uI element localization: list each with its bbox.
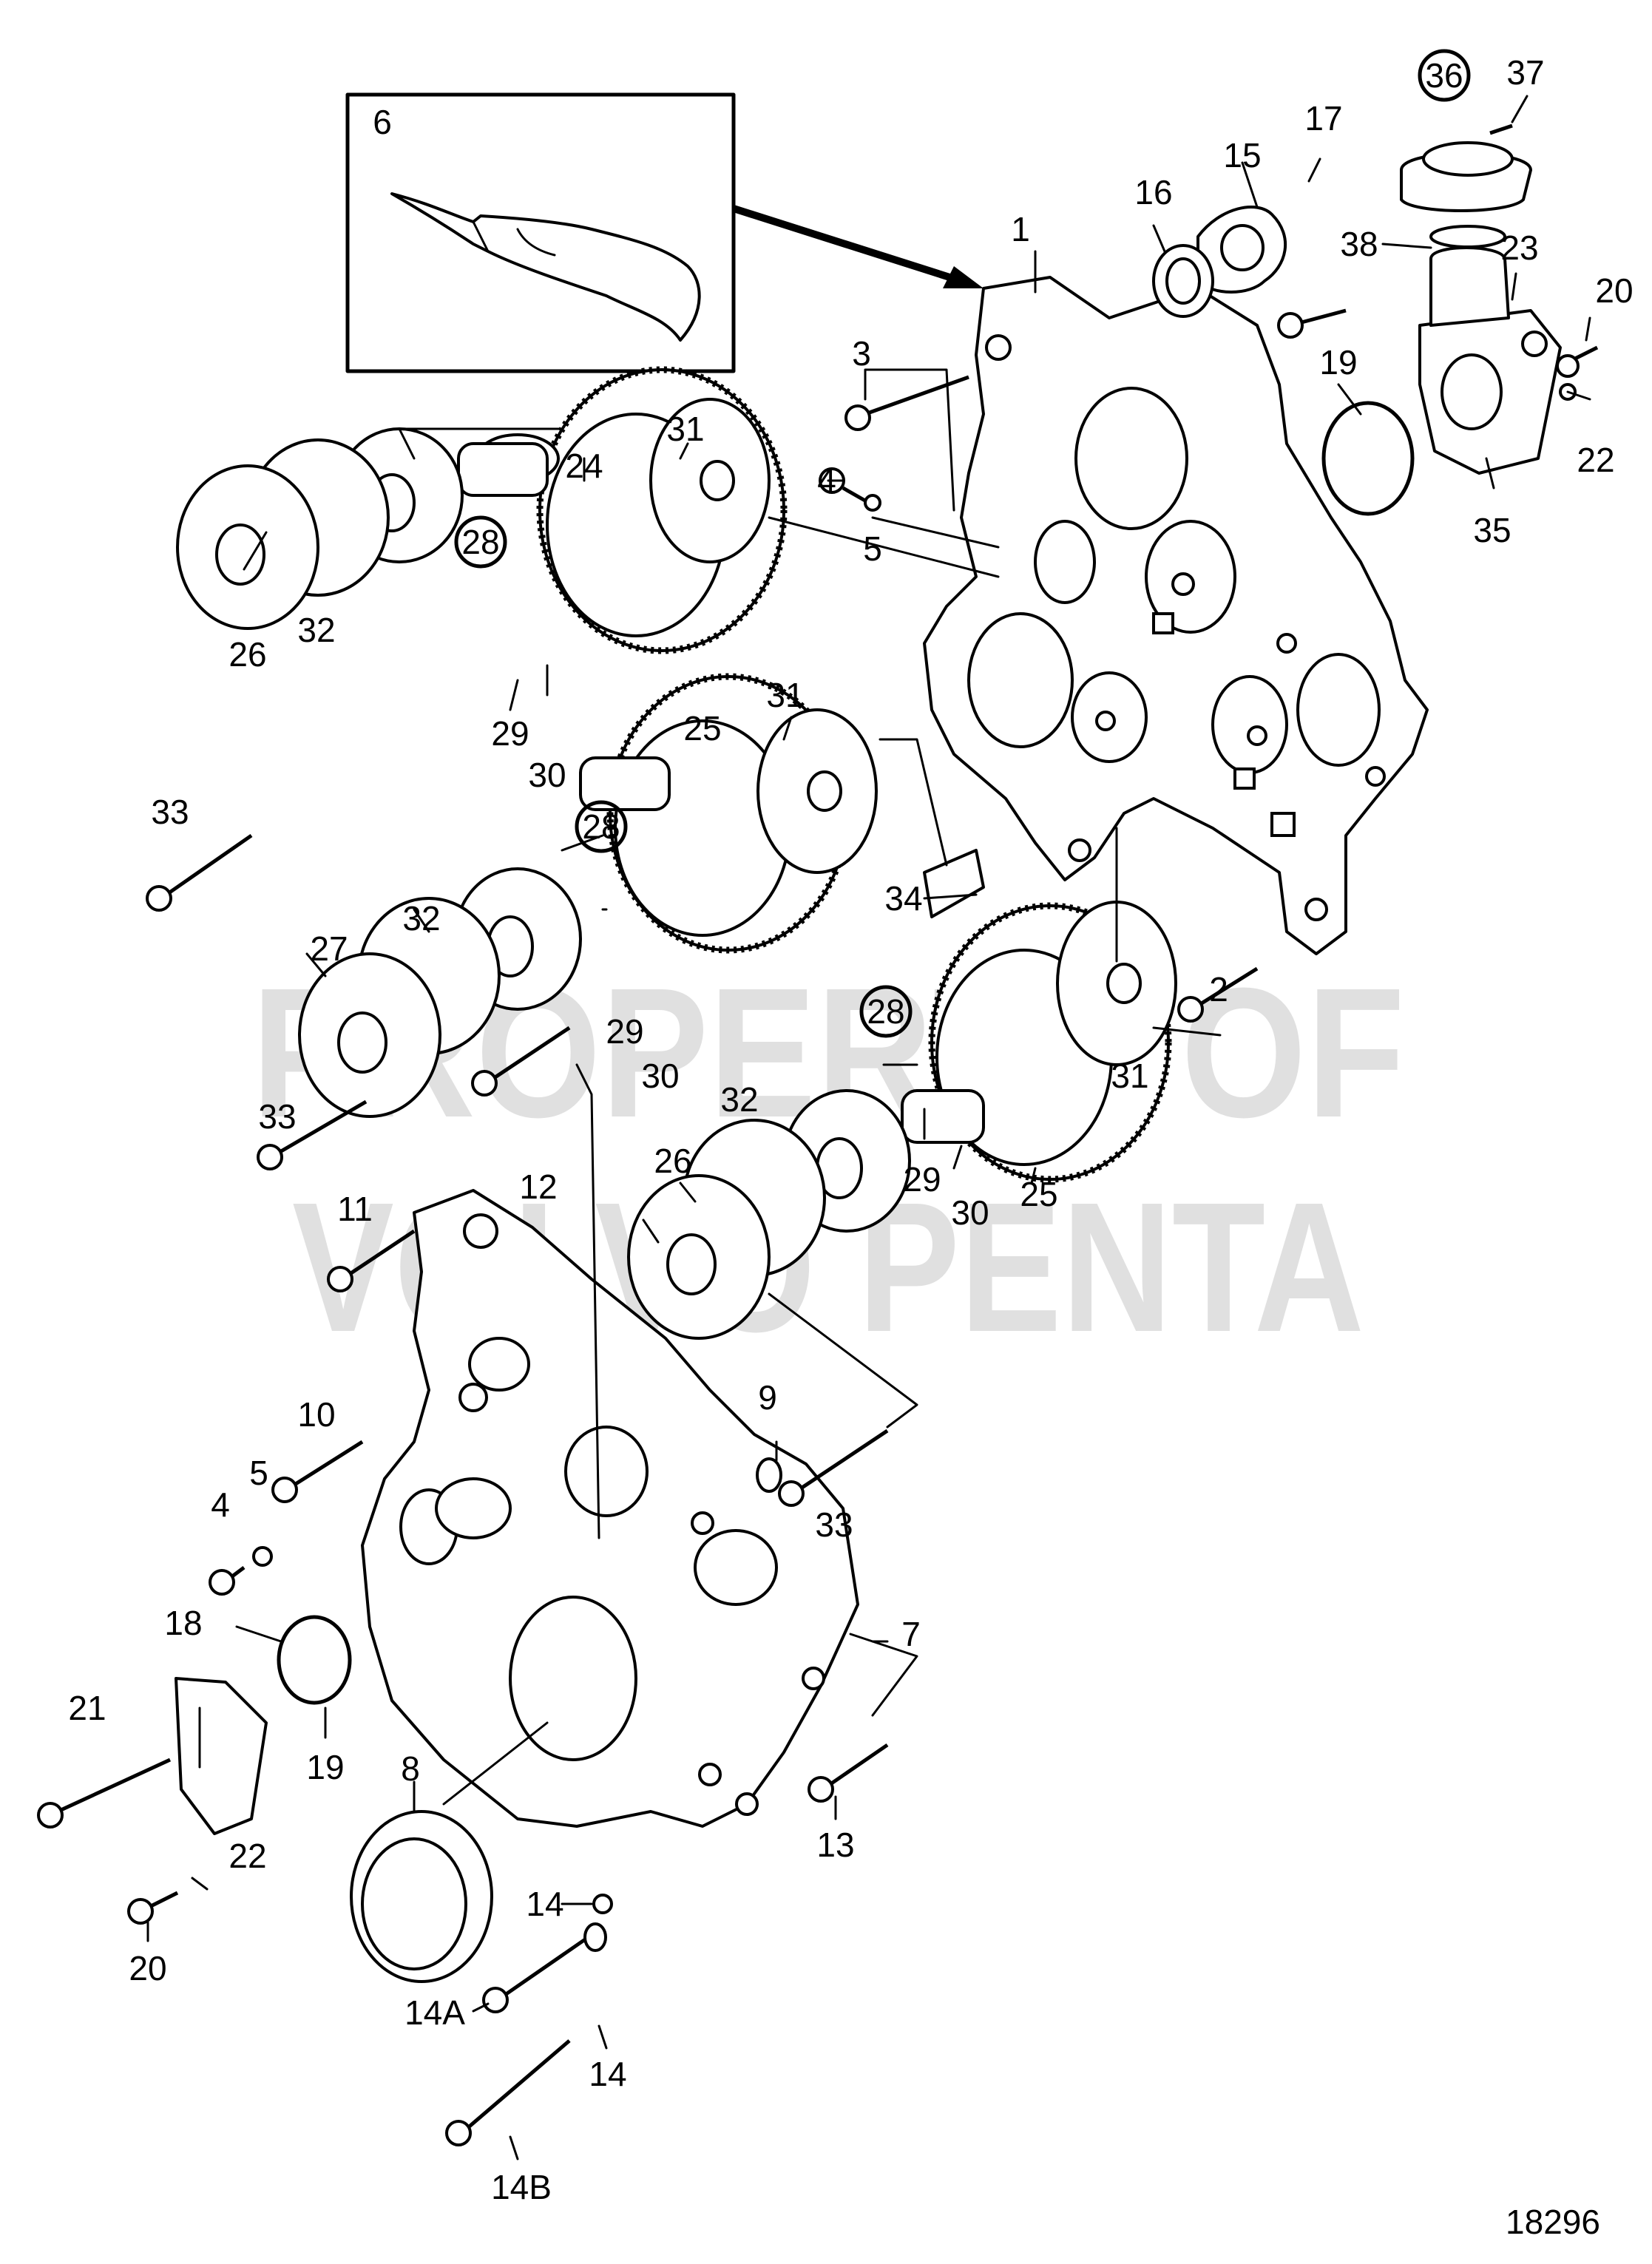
callout-5-upper: 5: [863, 529, 882, 568]
callout-30-upper: 30: [528, 756, 566, 794]
callout-31-upper: 31: [666, 410, 704, 448]
callout-labels: 6 36 37 17 15 16 1 38 23 20 3 19 22 31 2…: [68, 53, 1633, 2206]
seal-ring-8: [350, 1810, 493, 1983]
o-ring-19-upper: [1321, 401, 1415, 516]
callout-21: 21: [68, 1689, 106, 1727]
callout-13: 13: [816, 1826, 854, 1864]
callout-32-upper: 32: [297, 611, 335, 649]
callout-20-upper: 20: [1595, 271, 1633, 310]
inset-sealant-box: [345, 92, 736, 373]
callout-29-lower: 29: [903, 1160, 941, 1199]
callout-20-lower: 20: [129, 1949, 166, 1987]
callout-3: 3: [852, 334, 871, 373]
callout-15: 15: [1223, 136, 1261, 174]
callout-35: 35: [1473, 511, 1511, 549]
callout-23: 23: [1500, 228, 1538, 267]
callout-18: 18: [164, 1604, 202, 1642]
gear-assembly-middle: [298, 673, 878, 1118]
filler-housing: [1418, 246, 1562, 475]
callout-36: 36: [1425, 56, 1463, 95]
gear-assembly-upper: [176, 366, 788, 654]
sensor-34: [923, 849, 985, 918]
callout-26-upper: 26: [228, 635, 266, 674]
callout-4-lower: 4: [211, 1485, 230, 1524]
cover-plate-18: [175, 1677, 268, 1835]
callout-7: 7: [901, 1615, 921, 1653]
o-ring-19-lower: [277, 1615, 352, 1705]
callout-17: 17: [1304, 99, 1342, 138]
callout-25-middle: 25: [683, 709, 721, 748]
callout-22-upper: 22: [1577, 441, 1614, 479]
callout-19-lower: 19: [306, 1748, 344, 1786]
gasket-ring-16-inner: [1165, 257, 1201, 305]
callout-circles: [454, 49, 1471, 1038]
callout-14-upper: 14: [526, 1885, 563, 1923]
callout-14A: 14A: [404, 1993, 465, 2032]
callout-25-lower: 25: [1020, 1175, 1057, 1213]
callout-34: 34: [884, 879, 922, 918]
callout-33-lower: 33: [815, 1505, 853, 1544]
callout-14B: 14B: [491, 2168, 552, 2206]
callout-38: 38: [1340, 225, 1378, 263]
callout-19-upper: 19: [1319, 343, 1357, 382]
callout-2: 2: [1209, 970, 1228, 1009]
callout-33-middle: 33: [258, 1097, 296, 1136]
callout-11: 11: [337, 1190, 373, 1228]
callout-27: 27: [310, 929, 348, 968]
callout-14-lower: 14: [589, 2055, 626, 2093]
callout-9: 9: [758, 1378, 777, 1417]
callout-22-lower: 22: [228, 1837, 266, 1875]
callout-30-lower: 30: [951, 1193, 989, 1232]
callout-37: 37: [1506, 53, 1544, 92]
callout-28-middle: 28: [582, 807, 620, 846]
timing-gear-plate: [923, 276, 1429, 955]
callout-29-upper: 29: [491, 714, 529, 753]
callout-10: 10: [297, 1395, 335, 1434]
callout-12: 12: [519, 1167, 557, 1206]
cap-seal: [1429, 225, 1506, 248]
timing-cover: [361, 1189, 859, 1828]
callout-26-lower: 26: [654, 1142, 691, 1180]
callout-4-upper: 4: [817, 461, 836, 500]
small-cover: [1196, 206, 1287, 294]
figure-number: 18296: [1506, 2203, 1600, 2241]
dowel-pin-9: [756, 1457, 782, 1493]
inset-pointer-arrow: [732, 205, 984, 288]
leader-lines: [146, 95, 1591, 2160]
callout-32-lower: 32: [720, 1080, 758, 1119]
callout-6: 6: [373, 103, 392, 141]
callout-32-middle: 32: [402, 899, 440, 938]
callout-29-middle: 29: [606, 1012, 643, 1051]
callout-24: 24: [565, 447, 603, 485]
callout-5-lower: 5: [249, 1454, 268, 1492]
callout-28-upper: 28: [461, 523, 499, 561]
callout-33-upper: 33: [151, 793, 189, 831]
callout-8: 8: [401, 1749, 420, 1788]
gear-assembly-lower: [627, 901, 1177, 1340]
callout-16: 16: [1134, 173, 1172, 211]
callout-30-middle: 30: [641, 1057, 679, 1095]
callout-1: 1: [1011, 210, 1030, 248]
callout-31-middle: 31: [766, 676, 804, 714]
callout-31-lower: 31: [1111, 1057, 1148, 1095]
filler-cap: [1400, 141, 1532, 212]
callout-28-lower: 28: [867, 992, 904, 1031]
